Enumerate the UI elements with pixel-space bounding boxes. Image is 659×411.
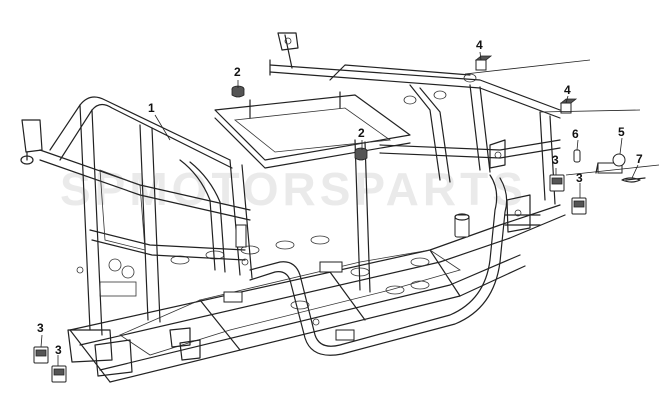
clip-pin-part-7 [621,177,646,183]
pad-part-3-right-lower [571,197,587,215]
callout-6: 6 [572,127,579,141]
callout-2-upper: 2 [234,65,241,79]
callout-7: 7 [636,152,643,166]
watermark-text: SPMOTORSPARTS [60,163,527,215]
pad-part-3-left-upper [33,346,49,364]
pad-part-3-left-lower [51,365,67,383]
leader-lines [40,51,659,366]
callout-2-lower: 2 [358,126,365,140]
clip-part-4-upper [474,55,493,71]
callout-3-right-lower: 3 [576,171,583,185]
nut-part-2-lower [354,147,368,161]
callout-5: 5 [618,125,625,139]
callout-1: 1 [148,101,155,115]
pin-part-6 [573,149,581,163]
callout-4-upper: 4 [476,38,483,52]
clip-part-4-lower [559,98,578,114]
callout-3-left-lower: 3 [55,343,62,357]
pad-part-3-right-upper [549,174,565,192]
callout-3-left-upper: 3 [37,321,44,335]
callout-4-lower: 4 [564,83,571,97]
hitch-part-5 [595,153,626,174]
callout-3-right-upper: 3 [552,153,559,167]
